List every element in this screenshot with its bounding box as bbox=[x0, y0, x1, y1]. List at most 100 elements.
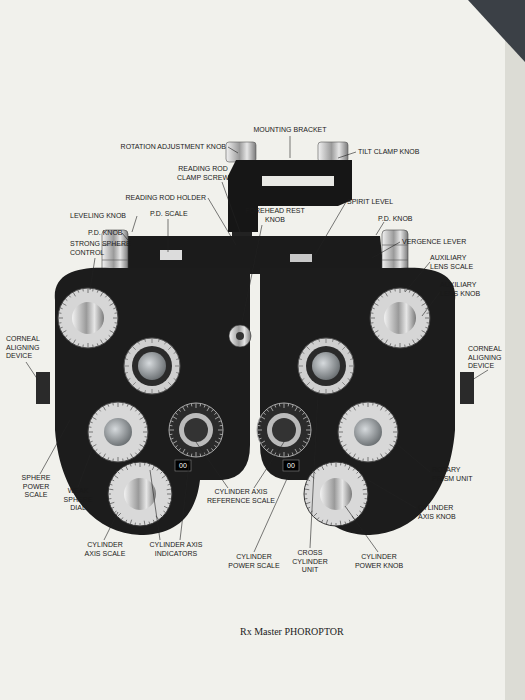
dial-tick bbox=[121, 469, 122, 471]
dial-tick bbox=[389, 343, 391, 345]
dial-tick bbox=[69, 339, 71, 341]
dial-tick bbox=[395, 426, 397, 427]
dial-reading: 00 bbox=[175, 460, 191, 471]
dial-tick bbox=[77, 343, 79, 345]
dial-tick bbox=[308, 507, 310, 508]
dial-tick bbox=[218, 430, 223, 431]
dial-tick bbox=[103, 406, 105, 410]
dial-tick bbox=[390, 417, 394, 419]
dial-tick bbox=[170, 425, 172, 426]
dial-tick bbox=[372, 459, 373, 461]
dial-tick bbox=[135, 463, 136, 465]
dial-tick bbox=[125, 358, 127, 360]
dial-tick bbox=[357, 457, 359, 459]
dial-tick bbox=[168, 484, 170, 486]
dial-tick bbox=[125, 366, 130, 367]
dial-tick bbox=[349, 409, 351, 411]
dial-tick bbox=[271, 407, 273, 411]
dial-tick bbox=[362, 403, 363, 405]
dial-tick bbox=[118, 472, 120, 474]
dial-tick bbox=[377, 404, 379, 406]
dial-tick bbox=[168, 382, 171, 385]
dial-tick bbox=[342, 382, 345, 385]
dial-tick bbox=[73, 340, 75, 344]
dial-tick bbox=[339, 436, 341, 437]
part-label: P.D. KNOB bbox=[378, 215, 418, 224]
dial-tick bbox=[339, 432, 344, 433]
dial-tick bbox=[302, 413, 304, 415]
part-label: READING ROD HOLDER bbox=[110, 194, 206, 203]
dial-tick bbox=[122, 459, 123, 461]
dial-tick bbox=[348, 352, 350, 353]
dial-tick bbox=[302, 445, 304, 447]
dial-tick bbox=[118, 513, 121, 516]
dial-tick bbox=[363, 489, 367, 491]
dial-tick bbox=[174, 379, 176, 380]
dial-tick bbox=[103, 454, 105, 458]
dial-tick bbox=[88, 343, 89, 348]
dial-tick bbox=[311, 511, 313, 512]
dial-tick bbox=[422, 331, 426, 333]
dial-tick bbox=[340, 463, 341, 465]
dial-tick bbox=[92, 345, 93, 347]
part-label: VERGENCE LEVER bbox=[402, 238, 472, 247]
dial-tick bbox=[110, 303, 114, 305]
dial-tick bbox=[381, 295, 383, 297]
dial-tick bbox=[204, 405, 206, 407]
part-label: CYLINDER AXIS SCALE bbox=[80, 541, 130, 558]
dial-tick bbox=[145, 426, 147, 427]
part-label: READING ROD CLAMP SCREW bbox=[174, 165, 232, 182]
dial-tick bbox=[89, 426, 91, 427]
dial-tick bbox=[371, 322, 373, 323]
dial-tick bbox=[186, 405, 188, 407]
dial-tick bbox=[99, 453, 101, 455]
dial-tick bbox=[138, 342, 139, 344]
dial-tick bbox=[267, 410, 269, 412]
dial-tick bbox=[385, 453, 387, 455]
dial-tick bbox=[404, 289, 405, 291]
dial-tick bbox=[62, 331, 66, 333]
dial-tick bbox=[148, 522, 150, 524]
dial-tick bbox=[144, 339, 146, 341]
part-label: CYLINDER AXIS REFERENCE SCALE bbox=[200, 488, 282, 505]
dial-tick bbox=[171, 420, 173, 422]
dial-tick bbox=[127, 457, 129, 459]
dial-tick bbox=[128, 352, 130, 353]
dial-tick bbox=[385, 340, 387, 344]
dial-tick bbox=[140, 417, 144, 419]
dial-tick bbox=[264, 445, 266, 447]
dial-tick bbox=[362, 480, 364, 481]
dial-tick bbox=[372, 307, 374, 309]
dial-tick bbox=[307, 382, 310, 385]
dial-tick bbox=[168, 347, 171, 350]
dial-tick bbox=[326, 339, 327, 344]
dial-tick bbox=[349, 453, 351, 455]
part-label: MOUNTING BRACKET bbox=[250, 126, 330, 135]
dial-tick bbox=[400, 343, 401, 348]
part-label: CYLINDER POWER SCALE bbox=[226, 553, 282, 570]
dial-tick bbox=[105, 339, 107, 341]
dial-tick bbox=[267, 448, 269, 450]
dial-tick bbox=[340, 441, 342, 443]
part-label: TILT CLAMP KNOB bbox=[358, 148, 438, 157]
dial-tick bbox=[89, 432, 94, 433]
dial-tick bbox=[409, 343, 411, 345]
dial-tick bbox=[191, 404, 192, 406]
dial-tick bbox=[342, 445, 346, 447]
dial-tick bbox=[302, 379, 304, 380]
dial-tick bbox=[162, 475, 166, 478]
dial-tick bbox=[358, 475, 362, 478]
dial-tick bbox=[143, 421, 145, 423]
dial-tick bbox=[176, 372, 178, 374]
dial-tick bbox=[393, 432, 398, 433]
dial-tick bbox=[389, 290, 391, 292]
dial-tick bbox=[295, 449, 297, 453]
part-label: CORNEAL ALIGNING DEVICE bbox=[468, 345, 512, 371]
dial-tick bbox=[109, 498, 111, 499]
dial-tick bbox=[372, 327, 374, 329]
dial-tick bbox=[292, 405, 294, 407]
dial-tick bbox=[345, 413, 347, 415]
dial-tick bbox=[90, 441, 92, 443]
